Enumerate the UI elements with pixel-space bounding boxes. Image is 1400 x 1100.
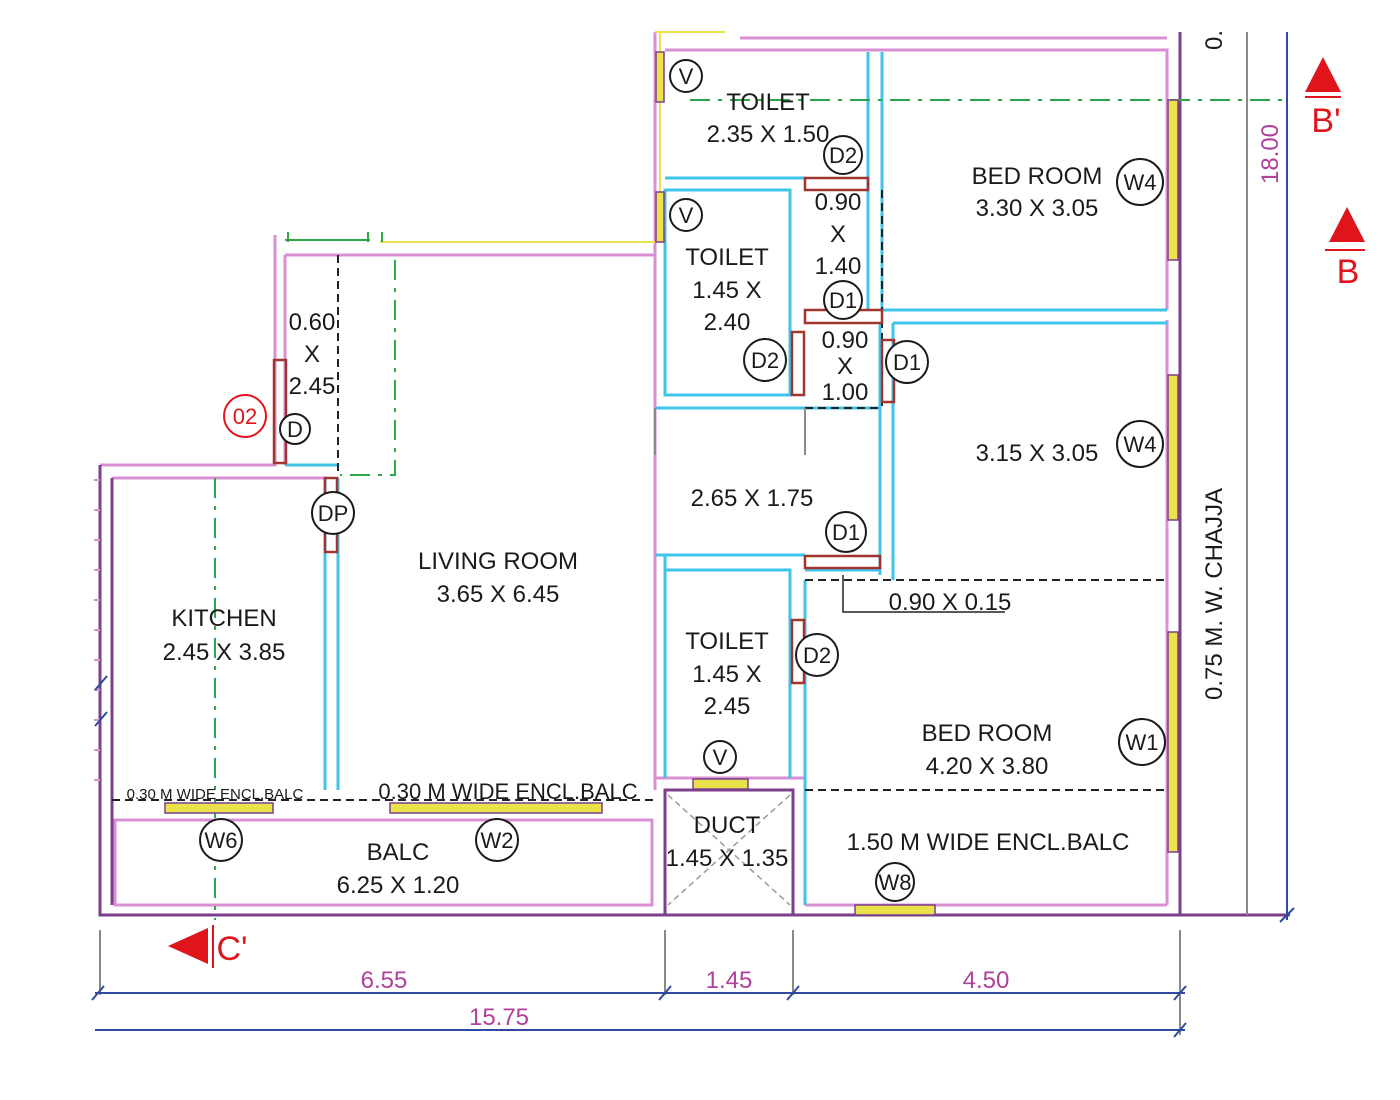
section-c-prime-label: C' (216, 930, 247, 968)
section-markers (168, 57, 1365, 968)
leader-ledge (842, 575, 1005, 613)
duct-cross (667, 794, 791, 906)
toilet-mid-line2: 2.40 (704, 309, 751, 336)
dim-18-00: 18.00 (1257, 124, 1284, 184)
tag-w4-2: W4 (1124, 432, 1157, 457)
tag-w2: W2 (481, 828, 514, 853)
lobby-size: 2.65 X 1.75 (691, 485, 814, 512)
section-b-arrow (1329, 207, 1365, 242)
windows (164, 51, 1179, 916)
red-tag-circle (223, 394, 267, 438)
toilet-mid-line1: 1.45 X (692, 277, 761, 304)
tag-02: 02 (233, 404, 257, 429)
bedroom-low-size: 4.20 X 3.80 (926, 753, 1049, 780)
passage-mid-line1: 0.90 (822, 327, 869, 354)
boundary-green (285, 232, 383, 242)
tag-w6: W6 (205, 828, 238, 853)
encl-balc-small2-label: 0.30 M WIDE ENCL.BALC (378, 779, 637, 804)
tag-v-2: V (679, 203, 694, 228)
tag-dp: DP (318, 501, 349, 526)
duct-size: 1.45 X 1.35 (666, 845, 789, 872)
tag-d2-3: D2 (803, 643, 831, 668)
dim-top-cut: 0. (1201, 30, 1228, 50)
bedroom-top-size: 3.30 X 3.05 (976, 195, 1099, 222)
toilet-low-name: TOILET (685, 628, 769, 655)
passage-mid-line3: 1.00 (822, 379, 869, 406)
passage-mid-line2: X (837, 353, 853, 380)
passage-top-line1: 0.90 (815, 189, 862, 216)
toilet-top-size: 2.35 X 1.50 (707, 121, 830, 148)
section-c-prime-arrow (168, 928, 208, 964)
chajja-label: 0.75 M. W. CHAJJA (1201, 488, 1228, 700)
tag-d2-2: D2 (751, 348, 779, 373)
wall-ticks (94, 479, 100, 781)
kitchen-size: 2.45 X 3.85 (163, 639, 286, 666)
dimension-lines (91, 32, 1295, 1038)
niche-line3: 2.45 (289, 373, 336, 400)
section-b-prime-label: B' (1311, 102, 1340, 140)
toilet-mid-name: TOILET (685, 244, 769, 271)
tag-d1-1: D1 (829, 288, 857, 313)
tag-w4-1: W4 (1124, 170, 1157, 195)
duct-name: DUCT (694, 812, 761, 839)
niche-line2: X (304, 341, 320, 368)
tag-d2-1: D2 (829, 143, 857, 168)
balc-size: 6.25 X 1.20 (337, 872, 460, 899)
toilet-low-line1: 1.45 X (692, 661, 761, 688)
dim-15-75: 15.75 (469, 1004, 529, 1031)
living-room-name: LIVING ROOM (418, 548, 578, 575)
dim-6-55: 6.55 (361, 967, 408, 994)
passage-top-line3: 1.40 (815, 253, 862, 280)
hidden-lines (112, 190, 1167, 801)
section-b-prime-arrow (1305, 57, 1341, 92)
tag-v-1: V (679, 64, 694, 89)
tag-circles (199, 59, 1166, 902)
tag-w1: W1 (1126, 730, 1159, 755)
toilet-top-name: TOILET (726, 89, 810, 116)
niche-line1: 0.60 (289, 309, 336, 336)
encl-balc-small1-label: 0.30 M WIDE ENCL.BALC (127, 786, 304, 803)
grey-lines (99, 32, 1248, 1035)
tag-d1-3: D1 (832, 520, 860, 545)
passage-top-line2: X (830, 221, 846, 248)
ledge-size: 0.90 X 0.15 (889, 589, 1012, 616)
toilet-low-line2: 2.45 (704, 693, 751, 720)
living-room-size: 3.65 X 6.45 (437, 581, 560, 608)
dim-1-45: 1.45 (706, 967, 753, 994)
bedroom-top-name: BED ROOM (972, 163, 1103, 190)
encl-balc-big-label: 1.50 M WIDE ENCL.BALC (847, 829, 1130, 856)
tag-v-3: V (713, 745, 728, 770)
section-b-label: B (1337, 253, 1360, 291)
bedroom-mid-size: 3.15 X 3.05 (976, 440, 1099, 467)
tag-d: D (287, 417, 303, 442)
tag-d1-2: D1 (893, 350, 921, 375)
balc-name: BALC (367, 839, 430, 866)
kitchen-name: KITCHEN (171, 605, 276, 632)
dim-4-50: 4.50 (963, 967, 1010, 994)
tag-w8: W8 (879, 870, 912, 895)
bedroom-low-name: BED ROOM (922, 720, 1053, 747)
